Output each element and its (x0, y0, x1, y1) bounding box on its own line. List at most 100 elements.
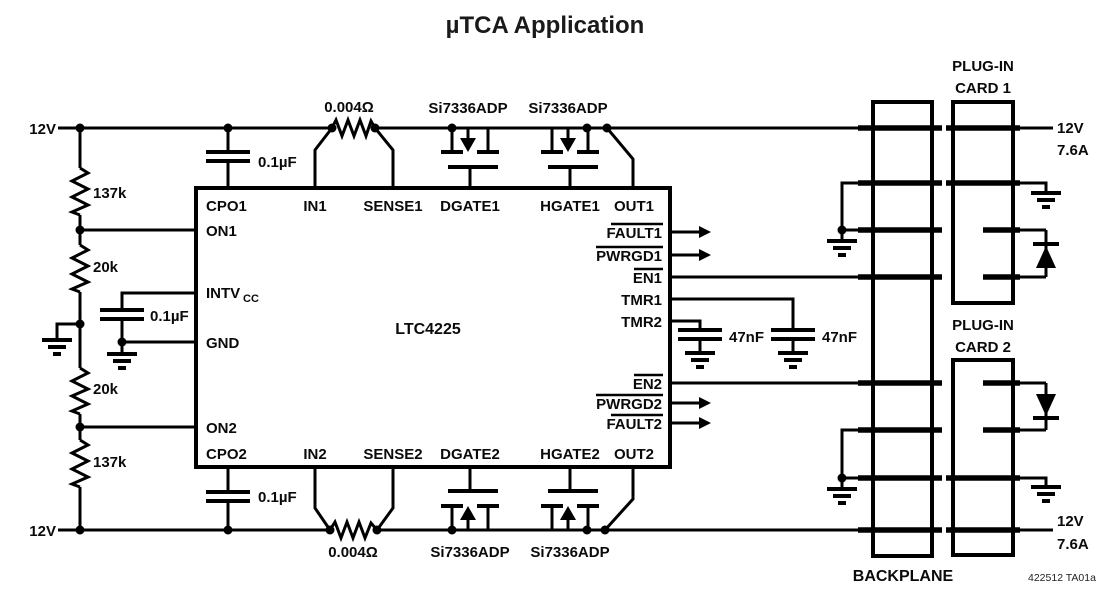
wire-out2 (603, 467, 635, 532)
arrow-pwrgd2-icon (699, 397, 711, 409)
wire-ground-bracket-1 (840, 181, 858, 232)
junction-dot (372, 525, 382, 535)
junction-dot (75, 123, 85, 133)
resistor-20k-bottom (68, 366, 92, 416)
ground-symbol (105, 352, 139, 370)
sense-value: 0.004Ω (328, 544, 378, 561)
card2-output-current: 7.6A (1057, 536, 1089, 553)
rail-label-12v-top: 12V (29, 121, 56, 138)
body-diode (560, 138, 576, 152)
sense-resistor-bottom: 0.004Ω (313, 467, 395, 561)
junction-dot (582, 525, 592, 535)
resistor-value: 20k (93, 259, 119, 276)
pin-pwrgd1: PWRGD1 (596, 248, 662, 265)
arrow-fault2-icon (699, 417, 711, 429)
diagram-title: µTCA Application (446, 12, 645, 39)
pin-hgate2: HGATE2 (540, 446, 600, 463)
pin-on2: ON2 (206, 420, 237, 437)
pin-cpo1: CPO1 (206, 198, 247, 215)
card2-body (951, 358, 1015, 557)
card1-title-line2: CARD 1 (955, 80, 1011, 97)
junction-dot (75, 422, 85, 432)
figure-code: 422512 TA01a (1028, 572, 1096, 584)
wire-mid-ground (55, 322, 80, 338)
mosfet-label: Si7336ADP (430, 544, 509, 561)
backplane-label: BACKPLANE (853, 568, 954, 585)
pin-pwrgd2: PWRGD2 (596, 396, 662, 413)
mosfet-q1: Si7336ADP (428, 100, 508, 188)
ground-symbol (1029, 485, 1063, 503)
ground-symbol (1029, 191, 1063, 209)
pin-en1: EN1 (633, 270, 662, 287)
pin-sense1: SENSE1 (363, 198, 422, 215)
pin-tmr2: TMR2 (621, 314, 662, 331)
junction-dot (325, 525, 335, 535)
junction-dot (447, 123, 457, 133)
pin-en2: EN2 (633, 376, 662, 393)
cap-value: 47nF (729, 329, 764, 346)
card2-title-line2: CARD 2 (955, 339, 1011, 356)
status-arrows (670, 226, 711, 429)
card1-title-line1: PLUG-IN (952, 58, 1014, 75)
junction-dot (117, 337, 127, 347)
capacitor-intvcc: 0.1µF (100, 291, 196, 370)
mosfet-label: Si7336ADP (428, 100, 507, 117)
pin-in1: IN1 (303, 198, 326, 215)
sense-value: 0.004Ω (324, 99, 374, 116)
junction-dot (327, 123, 337, 133)
card1-output-current: 7.6A (1057, 142, 1089, 159)
cap-value: 0.1µF (150, 308, 189, 325)
ground-symbol (683, 351, 717, 369)
mosfet-label: Si7336ADP (530, 544, 609, 561)
pin-on1: ON1 (206, 223, 237, 240)
resistor-137k-top (68, 166, 92, 217)
mosfet-q2: Si7336ADP (528, 100, 608, 188)
arrow-fault1-icon (699, 226, 711, 238)
ic-ltc4225: LTC4225 CPO1 IN1 SENSE1 DGATE1 HGATE1 OU… (194, 186, 672, 469)
junction-dot (75, 225, 85, 235)
pin-dgate1: DGATE1 (440, 198, 500, 215)
card2-title-line1: PLUG-IN (952, 317, 1014, 334)
pin-in2: IN2 (303, 446, 326, 463)
ground-symbol (776, 351, 810, 369)
cap-value: 47nF (822, 329, 857, 346)
body-diode (560, 506, 576, 520)
junction-dot (837, 473, 847, 483)
card2-output-voltage: 12V (1057, 513, 1084, 530)
resistor-value: 137k (93, 454, 127, 471)
pin-dgate2: DGATE2 (440, 446, 500, 463)
junction-dot (837, 225, 847, 235)
body-diode (460, 506, 476, 520)
ground-symbol (825, 239, 859, 257)
capacitor-cpo1: 0.1µF (206, 128, 297, 188)
cap-value: 0.1µF (258, 154, 297, 171)
cap-value: 0.1µF (258, 489, 297, 506)
capacitor-tmr1: 47nF (670, 297, 857, 369)
pin-sense2: SENSE2 (363, 446, 422, 463)
junction-dot (602, 123, 612, 133)
pin-intvcc-sub: CC (243, 293, 259, 305)
mosfet-label: Si7336ADP (528, 100, 607, 117)
junction-dot (370, 123, 380, 133)
wire-out1 (605, 127, 635, 188)
pin-gnd: GND (206, 335, 240, 352)
mosfet-q4: Si7336ADP (530, 467, 610, 561)
ground-symbol (40, 338, 74, 356)
resistor-ladder: 137k 20k 20k 137k (40, 128, 196, 530)
ic-body (194, 186, 672, 469)
resistor-value: 137k (93, 185, 127, 202)
diode-card1 (1036, 246, 1056, 268)
pin-out2: OUT2 (614, 446, 654, 463)
pin-tmr1: TMR1 (621, 292, 662, 309)
junction-dot (75, 525, 85, 535)
resistor-20k-top (68, 243, 92, 294)
junction-dots (75, 123, 847, 535)
junction-dot (582, 123, 592, 133)
pin-fault1: FAULT1 (606, 225, 662, 242)
capacitor-tmr2: 47nF (670, 319, 764, 369)
plug-in-card-2: PLUG-IN CARD 2 12V 7.6A (946, 317, 1089, 557)
ic-name: LTC4225 (395, 321, 461, 338)
card1-body (951, 100, 1015, 305)
